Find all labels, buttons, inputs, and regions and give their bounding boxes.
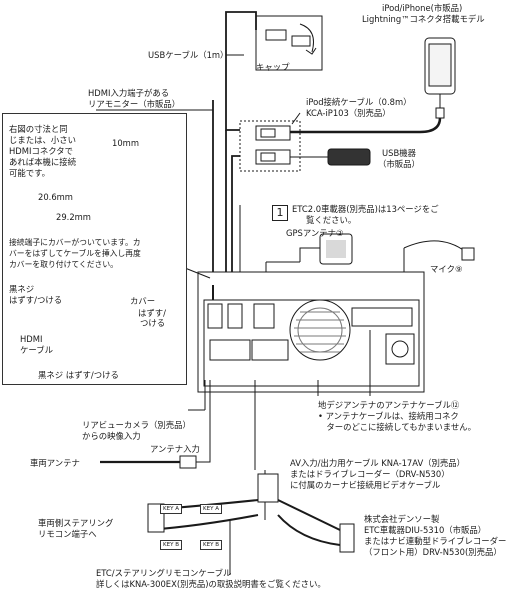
hdmi-monitor-label-2: リアモニター（市販品） [88,99,181,109]
digital-antenna-label-3: ターのどこに接続してもかまいません。 [318,422,476,432]
denso-label-4: （フロント用）DRV-N530(別売品） [364,547,502,557]
dim-29-2mm: 29.2mm [56,212,91,222]
cover-label: カバー [130,296,156,306]
callout-text-2: じまたは、小さい [9,135,76,145]
ipod-product-label: iPod/iPhone(市販品) [382,3,463,13]
black-screw-bottom: 黒ネジ はずす/つける [38,370,119,380]
hdmi-monitor-label-1: HDMI入力端子がある [88,88,170,98]
ipod-lightning-label: Lightning™コネクタ搭載モデル [362,14,485,24]
mic-label: マイク⑨ [430,264,463,274]
usb-cable-label: USBケーブル（1m） [148,50,229,60]
callout-text-4: あれば本機に接続 [9,157,76,167]
hdmi-callout-box [2,113,187,385]
rear-camera-label-2: からの映像入力 [82,431,141,441]
etc-note-2: 覧ください。 [306,215,357,225]
av-cable-label-1: AV入力/出力用ケーブル KNA-17AV（別売品） [290,458,466,468]
etc-steering-cable-label-1: ETC/ステアリングリモコンケーブル [96,568,232,578]
usb-device-label-2: （市販品） [378,159,420,169]
digital-antenna-label-2: • アンテナケーブルは、接続用コネク [318,411,459,421]
dim-20-6mm: 20.6mm [38,192,73,202]
key-b-tag-1: KEY B [160,540,182,550]
cap-label: キャップ [256,62,290,72]
key-b-tag-2: KEY B [200,540,222,550]
etc-note-1: ETC2.0車載器(別売品)は13ページをご [292,204,439,214]
callout-text-5: 可能です。 [9,168,51,178]
key-a-tag-1: KEY A [160,504,182,514]
callout-text-3: HDMIコネクタで [9,146,73,156]
ipod-cable-label-2: KCA-iP103（別売品） [306,108,391,118]
fan [289,299,351,361]
usb-device [327,148,371,166]
gps-antenna-label: GPSアンテナ② [286,228,344,238]
rear-camera-label-1: リアビューカメラ（別売品） [82,420,191,430]
av-cable-label-3: に付属のカーナビ接続用ビデオケーブル [290,480,441,490]
cover-action-2: つける [140,318,166,328]
car-antenna-label: 車両アンテナ [30,458,80,468]
ipod-cable [290,117,442,134]
black-screw-top: 黒ネジ [9,284,35,294]
cover-note-1: 接続端子にカバーがついています。カ [9,238,141,247]
steering-terminal-label-2: リモコン端子へ [38,529,97,539]
cover-action-1: はずす/ [138,308,166,318]
denso-label-1: 株式会社デンソー製 [364,514,440,524]
cover-note-2: バーをはずしてケーブルを挿入し再度 [9,249,141,258]
microphone [461,247,475,261]
ipod-cable-label-1: iPod接続ケーブル（0.8m） [306,97,412,107]
cover-note-3: カバーを取り付けてください。 [9,260,118,269]
cap-inset [255,15,323,71]
digital-antenna-label-1: 地デジアンテナのアンテナケーブル⑫ [318,400,460,410]
usb-device-label-1: USB機器 [382,148,416,158]
key-a-tag-2: KEY A [200,504,222,514]
denso-label-3: またはナビ連動型ドライブレコーダー [364,536,507,546]
steering-harness [257,473,279,503]
antenna-input-label: アンテナ入力 [150,444,200,454]
hdmi-cable-label-2: ケーブル [20,345,53,355]
black-screw-top-action: はずす/つける [9,295,63,305]
etc-steering-cable-label-2: 詳しくはKNA-300EX(別売品)の取扱説明書をご覧ください。 [96,579,326,589]
callout-text-1: 右図の寸法と同 [9,124,68,134]
ref-box: 1 [272,205,288,221]
av-cable-label-2: またはドライブレコーダー（DRV-N530） [290,469,450,479]
denso-label-2: ETC車載器DIU-5310（市販品） [364,525,487,535]
dim-10mm: 10mm [112,138,139,148]
steering-terminal-label-1: 車両側ステアリング [38,518,114,528]
hdmi-cable-label-1: HDMI [20,334,43,344]
